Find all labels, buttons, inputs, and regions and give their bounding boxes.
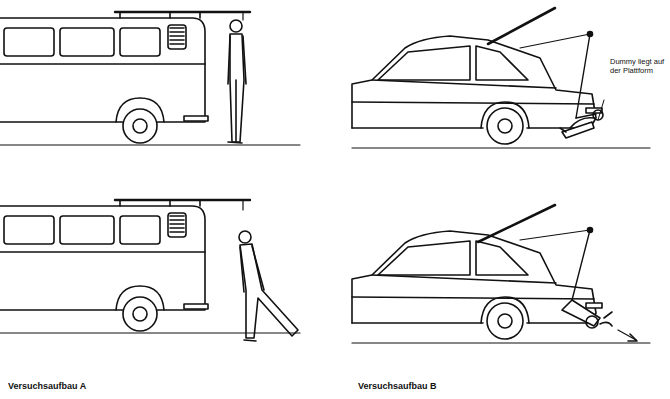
setup-caption: Versuchsaufbau A xyxy=(8,381,208,391)
setup-caption: Versuchsaufbau B xyxy=(358,381,558,391)
callout-note: Dummy liegt auf der Plattform xyxy=(610,58,668,75)
